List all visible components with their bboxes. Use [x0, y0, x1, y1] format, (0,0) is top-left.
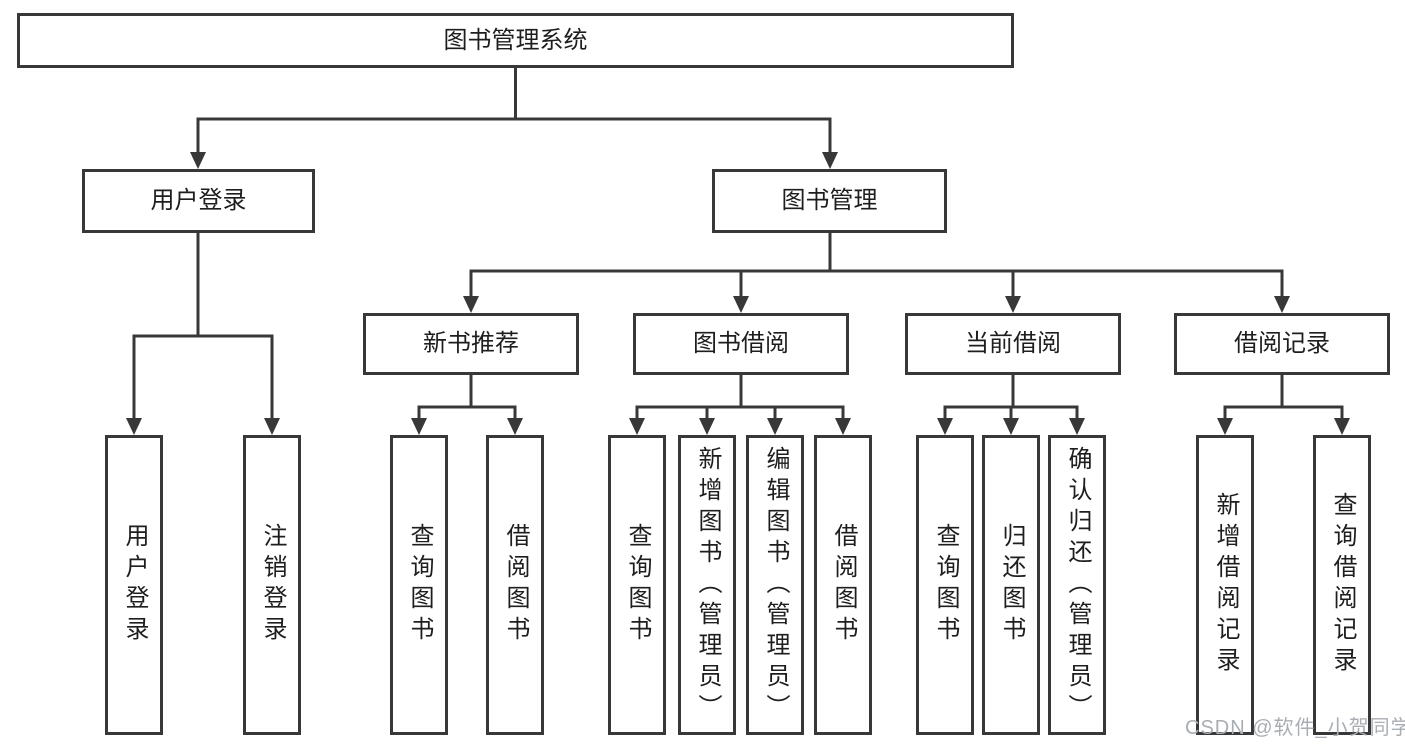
node-book-borrowing: 图书借阅 — [633, 313, 849, 375]
leaf-user-login: 用户登录 — [105, 435, 163, 735]
node-new-book-recommend: 新书推荐 — [363, 313, 579, 375]
node-user-login: 用户登录 — [82, 169, 315, 233]
leaf-borrowing-edit-books-admin: 编辑图书（管理员） — [746, 435, 804, 735]
connector-borrowing-children — [629, 375, 851, 435]
node-book-management: 图书管理 — [712, 169, 947, 233]
leaf-newbook-query-books: 查询图书 — [390, 435, 448, 735]
node-borrowing-records: 借阅记录 — [1174, 313, 1390, 375]
leaf-current-query-books: 查询图书 — [916, 435, 974, 735]
connector-new-book-children — [411, 375, 523, 435]
leaf-records-query-record: 查询借阅记录 — [1313, 435, 1371, 735]
leaf-newbook-borrow-books: 借阅图书 — [486, 435, 544, 735]
leaf-borrowing-query-books: 查询图书 — [608, 435, 666, 735]
connector-current-children — [937, 375, 1085, 435]
connector-root-to-level2 — [190, 68, 838, 169]
leaf-records-add-record: 新增借阅记录 — [1196, 435, 1254, 735]
node-current-borrowing: 当前借阅 — [905, 313, 1121, 375]
leaf-current-confirm-return-admin: 确认归还（管理员） — [1048, 435, 1106, 735]
leaf-borrowing-borrow-books: 借阅图书 — [814, 435, 872, 735]
connector-records-children — [1217, 375, 1350, 435]
node-library-system: 图书管理系统 — [17, 13, 1014, 68]
leaf-logout: 注销登录 — [243, 435, 301, 735]
leaf-borrowing-add-books-admin: 新增图书（管理员） — [678, 435, 736, 735]
connector-user-login-children — [126, 233, 280, 435]
connector-book-mgmt-children — [463, 233, 1290, 313]
leaf-current-return-books: 归还图书 — [982, 435, 1040, 735]
csdn-watermark: CSDN @软件_小贺同学 — [1185, 717, 1405, 739]
